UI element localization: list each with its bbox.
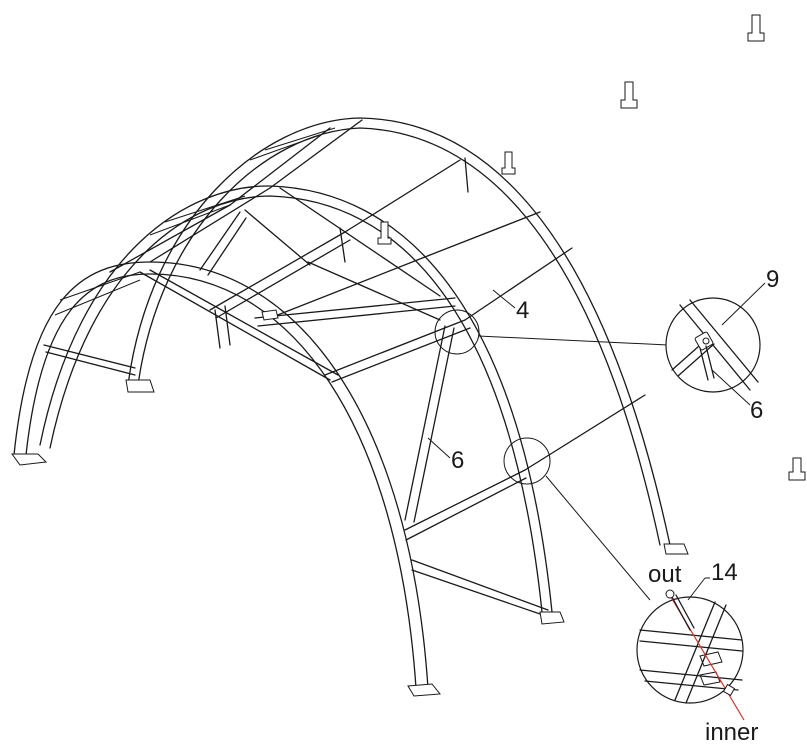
detail-circle-upper xyxy=(434,309,480,355)
stake-6 xyxy=(261,309,279,321)
purlins xyxy=(43,119,646,615)
base-plates xyxy=(11,379,689,697)
detail-hinge xyxy=(665,282,766,406)
stake-3 xyxy=(501,151,516,175)
callout-6-detail: 6 xyxy=(750,397,763,424)
stake-1 xyxy=(747,14,765,42)
callout-9: 9 xyxy=(766,266,779,293)
middle-arch xyxy=(39,185,553,613)
stake-2 xyxy=(620,81,638,109)
back-arch xyxy=(127,117,671,546)
stake-4 xyxy=(377,221,392,245)
bolt-nut xyxy=(722,683,736,697)
roof-hatching xyxy=(54,127,336,316)
base-plate-front-right xyxy=(407,683,441,697)
callout-leaders xyxy=(427,289,516,459)
callout-6: 6 xyxy=(451,447,464,474)
loose-stakes xyxy=(261,14,806,481)
base-plate-back-right xyxy=(663,543,689,555)
base-plate-middle-right xyxy=(539,611,565,625)
callout-4: 4 xyxy=(516,297,529,324)
stake-5 xyxy=(788,457,806,481)
label-out: out xyxy=(648,561,682,588)
label-inner: inner xyxy=(705,719,758,746)
detail-bolt xyxy=(636,577,745,721)
detail-circle-lower xyxy=(503,437,551,485)
bolt-head xyxy=(665,589,675,599)
detail-references xyxy=(434,309,669,601)
callout-14: 14 xyxy=(711,559,738,586)
base-plate-front-left xyxy=(11,453,48,466)
base-plate-back-left xyxy=(125,379,155,393)
front-arch xyxy=(13,261,429,689)
braces xyxy=(139,157,469,523)
